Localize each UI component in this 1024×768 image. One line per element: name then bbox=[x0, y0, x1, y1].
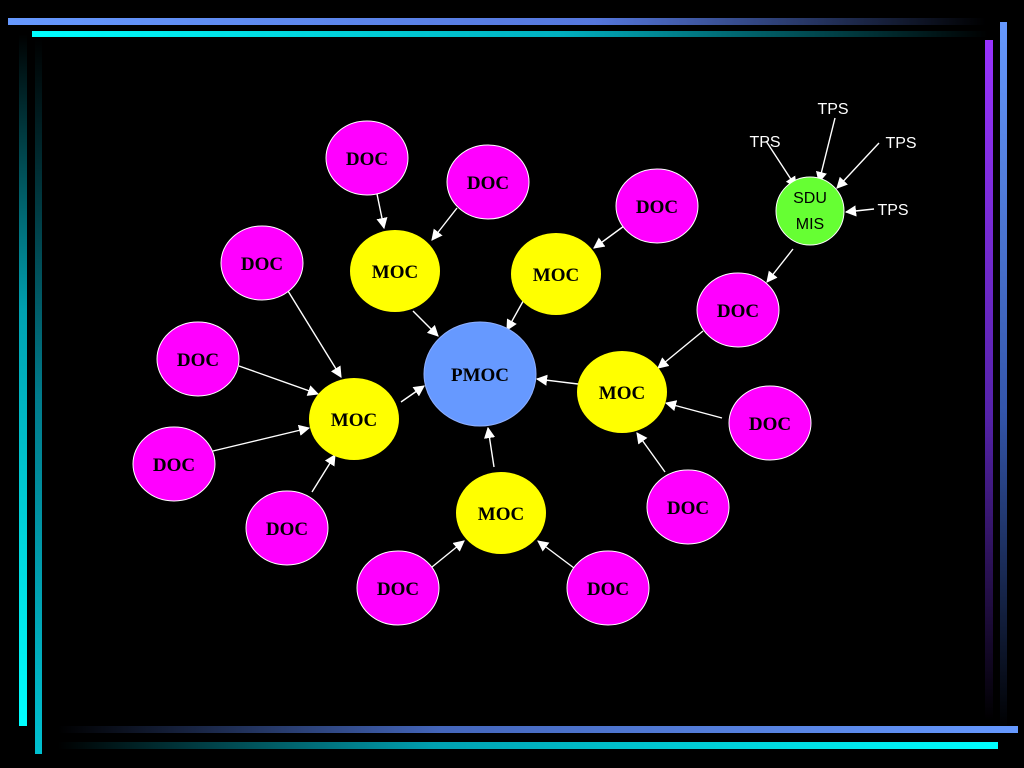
connector-arrow bbox=[431, 207, 458, 241]
doc-circle bbox=[132, 426, 216, 502]
doc-node: DOC bbox=[696, 272, 780, 348]
connector-arrow bbox=[657, 330, 704, 369]
connector-arrow bbox=[836, 142, 880, 189]
connector-arrow bbox=[844, 205, 875, 217]
moc-label: MOC bbox=[372, 262, 418, 283]
moc-circle bbox=[511, 233, 601, 315]
doc-label: DOC bbox=[153, 455, 195, 476]
moc-circle bbox=[309, 378, 399, 460]
tps-label: TPS bbox=[877, 202, 908, 219]
connector-arrow bbox=[412, 310, 439, 337]
edges-layer bbox=[212, 117, 880, 569]
doc-circle bbox=[696, 272, 780, 348]
connector-arrow bbox=[765, 140, 797, 188]
doc-node: DOC bbox=[728, 385, 812, 461]
doc-label: DOC bbox=[717, 301, 759, 322]
moc-node: MOC bbox=[577, 351, 667, 433]
doc-circle bbox=[156, 321, 240, 397]
pmoc-circle bbox=[423, 321, 537, 427]
doc-label: DOC bbox=[346, 149, 388, 170]
doc-node: DOC bbox=[132, 426, 216, 502]
doc-label: DOC bbox=[749, 414, 791, 435]
mis-label: MIS bbox=[796, 216, 824, 233]
frame-bar-bottom-blue bbox=[58, 726, 1018, 733]
connector-arrow bbox=[431, 540, 465, 568]
connector-arrow bbox=[816, 117, 836, 184]
frame-bar-bottom-cyan bbox=[58, 742, 998, 749]
frame-bar-left-cyan bbox=[19, 34, 27, 726]
doc-label: DOC bbox=[241, 254, 283, 275]
doc-node: DOC bbox=[245, 490, 329, 566]
doc-circle bbox=[446, 144, 530, 220]
doc-node: DOC bbox=[220, 225, 304, 301]
doc-label: DOC bbox=[177, 350, 219, 371]
moc-label: MOC bbox=[533, 265, 579, 286]
moc-label: MOC bbox=[599, 383, 645, 404]
connector-arrow bbox=[766, 248, 794, 283]
connector-arrow bbox=[287, 290, 342, 378]
moc-circle bbox=[577, 351, 667, 433]
doc-circle bbox=[325, 120, 409, 196]
doc-circle bbox=[615, 168, 699, 244]
doc-label: DOC bbox=[667, 498, 709, 519]
sdu-label: SDU bbox=[793, 190, 827, 207]
doc-label: DOC bbox=[587, 579, 629, 600]
frame-bar-left-teal bbox=[35, 38, 42, 754]
doc-circle bbox=[245, 490, 329, 566]
moc-node: MOC bbox=[309, 378, 399, 460]
tps-label: TPS bbox=[817, 101, 848, 118]
tps-label: TPS bbox=[749, 134, 780, 151]
tps-label: TPS bbox=[885, 135, 916, 152]
doc-circle bbox=[566, 550, 650, 626]
doc-label: DOC bbox=[467, 173, 509, 194]
doc-label: DOC bbox=[377, 579, 419, 600]
doc-circle bbox=[728, 385, 812, 461]
doc-circle bbox=[646, 469, 730, 545]
doc-node: DOC bbox=[356, 550, 440, 626]
doc-circle bbox=[220, 225, 304, 301]
connector-arrow bbox=[664, 400, 723, 419]
doc-label: DOC bbox=[636, 197, 678, 218]
moc-node: MOC bbox=[350, 230, 440, 312]
frame-bar-top-cyan bbox=[32, 31, 988, 37]
sdu-mis-node: SDU MIS bbox=[775, 176, 845, 246]
doc-node: DOC bbox=[646, 469, 730, 545]
connector-arrow bbox=[593, 225, 625, 249]
moc-circle bbox=[350, 230, 440, 312]
connector-arrow bbox=[537, 540, 575, 569]
connector-arrow bbox=[376, 193, 388, 230]
frame-bar-top-blue bbox=[8, 18, 986, 25]
moc-circle bbox=[456, 472, 546, 554]
pmoc-node: PMOC bbox=[423, 321, 537, 427]
connector-arrow bbox=[311, 454, 336, 493]
connector-arrow bbox=[212, 424, 311, 452]
doc-node: DOC bbox=[615, 168, 699, 244]
doc-node: DOC bbox=[156, 321, 240, 397]
moc-node: MOC bbox=[511, 233, 601, 315]
doc-node: DOC bbox=[446, 144, 530, 220]
sdu-mis-circle bbox=[775, 176, 845, 246]
moc-node: MOC bbox=[456, 472, 546, 554]
connector-arrow bbox=[400, 385, 425, 403]
moc-label: MOC bbox=[331, 410, 377, 431]
frame-bar-right-blue bbox=[1000, 22, 1007, 730]
doc-circle bbox=[356, 550, 440, 626]
frame-bar-right-purple bbox=[985, 40, 993, 720]
connector-arrow bbox=[483, 426, 496, 468]
connector-arrow bbox=[238, 365, 320, 396]
doc-node: DOC bbox=[566, 550, 650, 626]
connector-arrow bbox=[535, 374, 579, 386]
connector-arrow bbox=[636, 432, 666, 473]
moc-label: MOC bbox=[478, 504, 524, 525]
doc-label: DOC bbox=[266, 519, 308, 540]
doc-node: DOC bbox=[325, 120, 409, 196]
pmoc-label: PMOC bbox=[451, 365, 509, 386]
